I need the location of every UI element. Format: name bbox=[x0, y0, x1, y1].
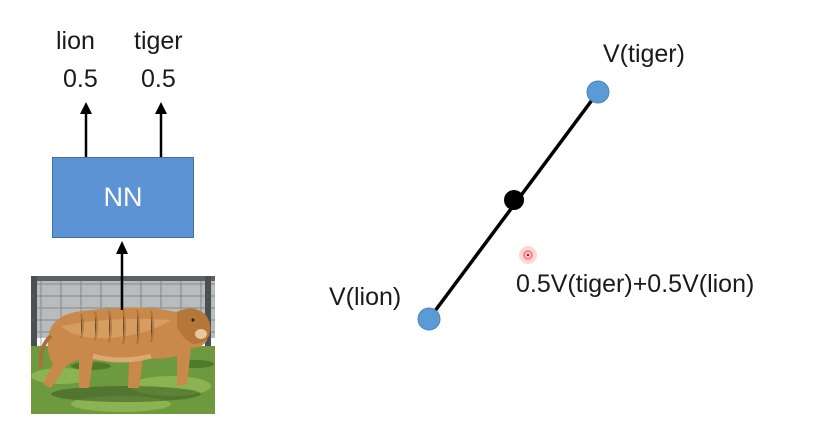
neural-network-box: NN bbox=[52, 157, 194, 238]
tiger-embedding-point bbox=[586, 80, 610, 104]
output-prob-lion: 0.5 bbox=[63, 65, 98, 93]
lion-embedding-label: V(lion) bbox=[329, 283, 402, 311]
liger-photo bbox=[31, 276, 215, 414]
mixture-embedding-label: 0.5V(tiger)+0.5V(lion) bbox=[516, 270, 755, 298]
output-label-lion: lion bbox=[56, 27, 95, 55]
tiger-embedding-label: V(tiger) bbox=[603, 40, 685, 68]
output-prob-tiger: 0.5 bbox=[141, 65, 176, 93]
arrow-to-tiger bbox=[155, 102, 167, 157]
red-cursor-dot-icon bbox=[519, 246, 537, 264]
output-label-tiger: tiger bbox=[134, 27, 183, 55]
nn-label: NN bbox=[103, 182, 143, 212]
input-image bbox=[31, 276, 215, 414]
lion-embedding-point bbox=[417, 307, 441, 331]
arrow-to-lion bbox=[80, 102, 92, 157]
mixture-point bbox=[504, 190, 524, 210]
arrow-to-nn bbox=[116, 241, 128, 310]
